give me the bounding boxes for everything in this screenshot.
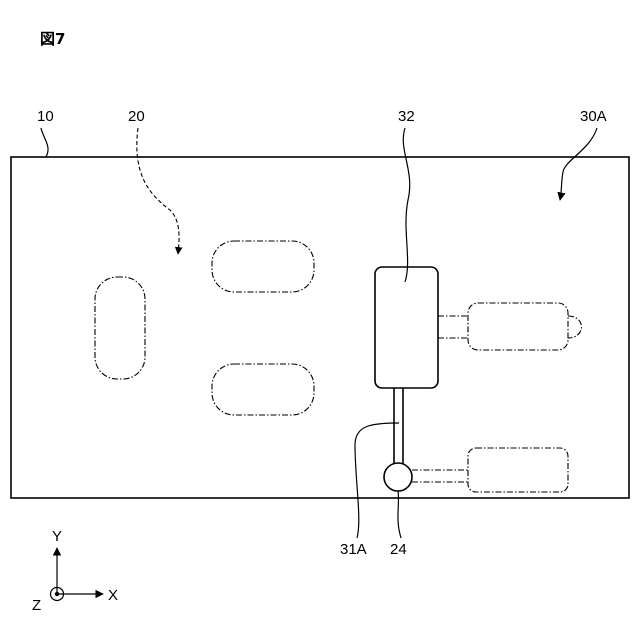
upper-pad-outline: [212, 241, 314, 292]
label-unit-30a: 30A: [580, 108, 607, 125]
label-region: 20: [128, 108, 145, 125]
upper-unit-cap: [568, 316, 582, 338]
leader-component-32: [403, 128, 409, 282]
label-board: 10: [37, 108, 54, 125]
board-outline: [11, 157, 629, 498]
leader-shaft-31a: [355, 423, 399, 538]
x-axis-label: X: [108, 587, 118, 604]
z-axis-dot: [55, 592, 59, 596]
joint-24-circle: [384, 463, 412, 491]
label-component-32: 32: [398, 108, 415, 125]
label-joint-24: 24: [390, 541, 407, 558]
component-32-body: [375, 267, 438, 388]
leader-board: [41, 128, 48, 157]
figure-title: 図7: [40, 30, 65, 48]
y-axis-label: Y: [52, 528, 62, 545]
region-arrow: [137, 128, 179, 254]
axis-indicator: Y X Z: [32, 528, 118, 614]
label-shaft-31a: 31A: [340, 541, 367, 558]
z-axis-label: Z: [32, 597, 41, 614]
upper-unit-outline: [468, 303, 568, 350]
lower-pad-outline: [212, 364, 314, 415]
unit-30a-arrow: [560, 128, 597, 200]
lower-unit-outline: [468, 448, 568, 492]
vertical-pad-outline: [95, 277, 145, 379]
